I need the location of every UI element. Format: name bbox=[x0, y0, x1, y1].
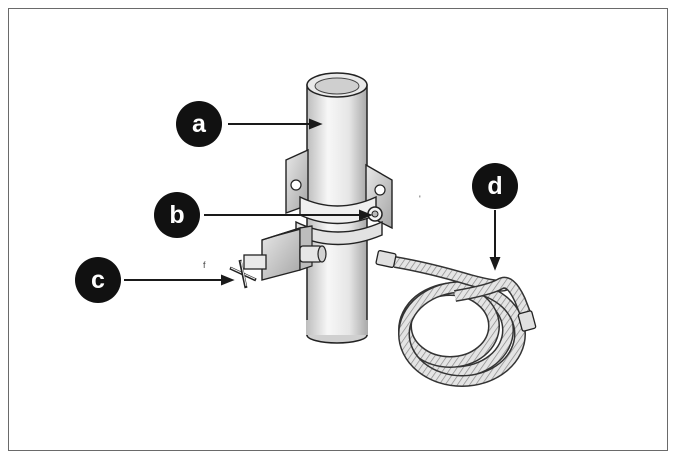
shutoff-valve bbox=[229, 225, 327, 289]
callout-d-label: d bbox=[487, 172, 502, 200]
pipe-clamp bbox=[285, 148, 393, 246]
callout-a: a bbox=[176, 101, 222, 147]
hose-fitting-right bbox=[517, 310, 537, 332]
callout-c: c bbox=[75, 257, 121, 303]
callout-d: d bbox=[472, 163, 518, 209]
braided-hose bbox=[375, 250, 537, 387]
callout-a-label: a bbox=[192, 110, 207, 138]
callout-b-label: b bbox=[169, 201, 184, 229]
callout-c-label: c bbox=[91, 266, 105, 294]
hose-fitting-left bbox=[375, 250, 397, 268]
pipe bbox=[306, 72, 368, 344]
leader-lines bbox=[124, 118, 501, 286]
stray-mark-tick: ' bbox=[419, 194, 421, 204]
callout-b: b bbox=[154, 192, 200, 238]
stray-mark-f: f bbox=[203, 260, 206, 270]
